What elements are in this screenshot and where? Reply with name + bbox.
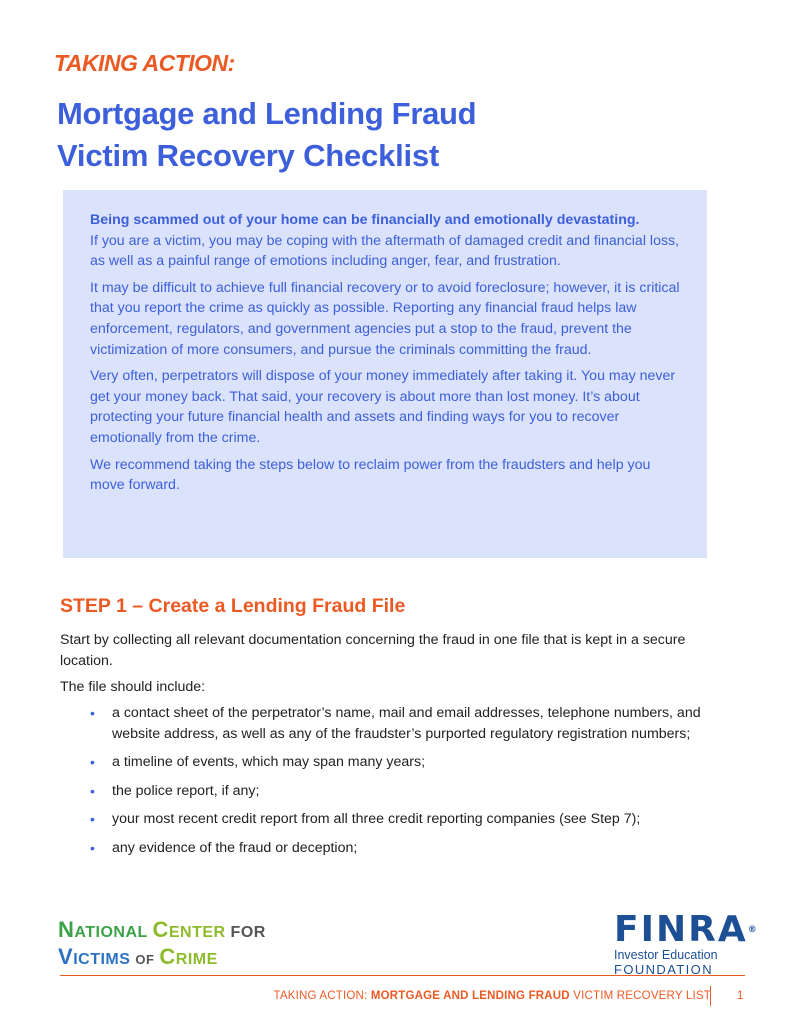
list-item: •the police report, if any;	[90, 781, 730, 802]
page-title: Mortgage and Lending Fraud	[57, 96, 477, 131]
list-item: •any evidence of the fraud or deception;	[90, 838, 730, 859]
finra-tagline-2: FOUNDATION	[614, 962, 713, 977]
step-1-heading: STEP 1 – Create a Lending Fraud File	[60, 595, 406, 617]
ncvc-logo: NATIONAL CENTER FOR VICTIMS OF CRIME	[58, 918, 266, 972]
kicker-label: TAKING ACTION:	[54, 50, 235, 76]
bullet-icon: •	[90, 705, 95, 721]
intro-paragraph-1: Being scammed out of your home can be fi…	[90, 210, 681, 272]
intro-paragraph-4: We recommend taking the steps below to r…	[90, 456, 651, 494]
bullet-icon: •	[90, 754, 95, 771]
bullet-icon: •	[90, 839, 95, 856]
intro-text-1: If you are a victim, you may be coping w…	[90, 232, 680, 270]
list-item: •a timeline of events, which may span ma…	[90, 752, 730, 773]
list-item: •a contact sheet of the perpetrator’s na…	[90, 705, 701, 742]
finra-wordmark: FINRA®	[614, 909, 759, 950]
bullet-icon: •	[90, 782, 95, 799]
ncvc-logo-row-2: VICTIMS OF CRIME	[58, 944, 218, 969]
intro-lead-sentence: Being scammed out of your home can be fi…	[90, 212, 640, 228]
bullet-icon: •	[90, 811, 95, 828]
footer-separator	[710, 986, 711, 1006]
finra-foundation-logo: FINRA® Investor Education FOUNDATION	[614, 909, 759, 978]
page-subtitle: Victim Recovery Checklist	[57, 138, 440, 173]
ncvc-logo-row-1: NATIONAL CENTER FOR	[58, 917, 266, 942]
intro-paragraph-3: Very often, perpetrators will dispose of…	[90, 368, 676, 446]
list-item: •your most recent credit report from all…	[90, 809, 730, 830]
file-contents-list: •a contact sheet of the perpetrator’s na…	[90, 703, 730, 867]
footer-divider	[60, 975, 745, 976]
step-1-paragraph-1: Start by collecting all relevant documen…	[60, 632, 686, 669]
finra-tagline-1: Investor Education	[614, 948, 718, 962]
step-1-paragraph-2: The file should include:	[60, 679, 206, 695]
page-number: 1	[737, 990, 744, 1002]
intro-callout-box: Being scammed out of your home can be fi…	[63, 190, 707, 558]
footer-running-title: TAKING ACTION: MORTGAGE AND LENDING FRAU…	[273, 990, 711, 1002]
intro-paragraph-2: It may be difficult to achieve full fina…	[90, 279, 680, 358]
